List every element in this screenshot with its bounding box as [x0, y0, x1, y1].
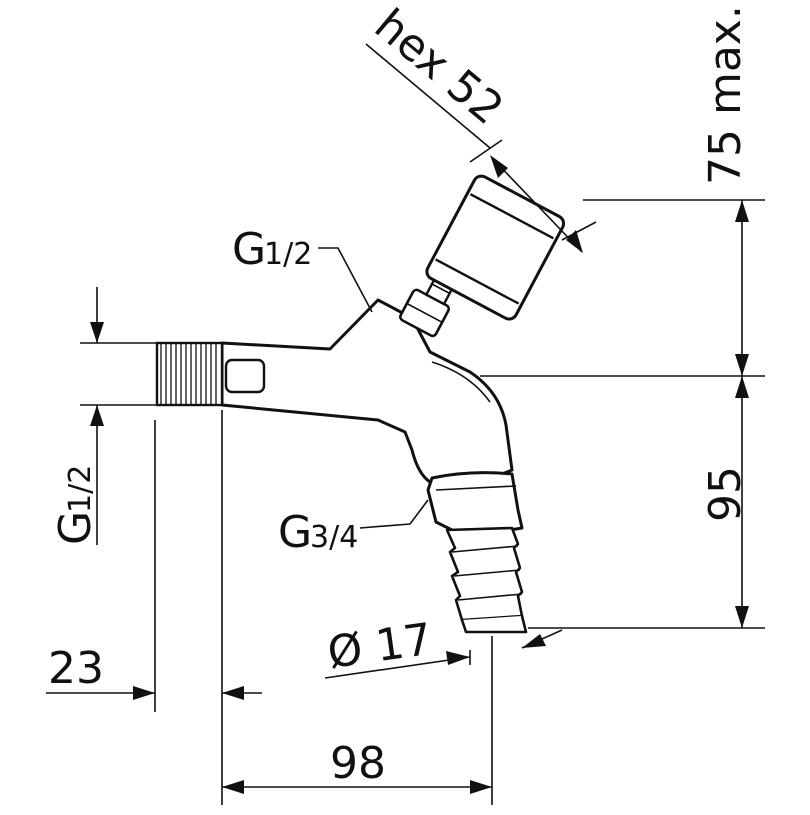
arrow-hex-a: [490, 155, 508, 178]
thread-outlet-label: G 3/4: [278, 507, 358, 558]
hose-nozzle: [445, 526, 528, 634]
valve-body-outline: [220, 298, 514, 484]
arrow-hex-b: [566, 230, 583, 253]
arrow-g12-bottom: [90, 405, 104, 426]
arrow-23-left: [133, 686, 155, 700]
diameter-label: Ø 17: [324, 614, 435, 679]
arrow-75-top: [735, 200, 749, 222]
hex-label: hex 52: [365, 0, 513, 135]
dimension-lines: [46, 43, 765, 805]
thread-left-fraction: 1/2: [63, 465, 98, 513]
svg-text:G: G: [278, 507, 312, 558]
outlet-union: [426, 471, 524, 534]
inlet-slot: [224, 358, 266, 394]
push-button-head: [425, 174, 566, 321]
arrow-95-bottom: [735, 606, 749, 628]
arrow-98-left: [222, 780, 244, 794]
outlet-offset-label: 98: [330, 738, 386, 789]
height-outlet-label: 95: [700, 466, 751, 522]
arrow-d17-left: [446, 651, 470, 665]
thread-left-label: G 1/2: [50, 465, 101, 545]
stem-nut: [399, 271, 457, 338]
arrow-98-right: [470, 780, 492, 794]
tap-body: [155, 174, 566, 634]
inlet-thread: [155, 341, 224, 407]
thread-outlet-fraction: 3/4: [310, 520, 358, 555]
arrow-d17-right: [522, 634, 546, 648]
arrow-23-right: [222, 686, 244, 700]
inlet-length-label: 23: [48, 643, 104, 694]
thread-top-fraction: 1/2: [264, 237, 312, 272]
svg-text:G: G: [50, 511, 101, 545]
height-max-label: 75 max.: [700, 5, 751, 185]
svg-text:G: G: [232, 224, 266, 275]
arrow-75-bottom: [735, 354, 749, 376]
thread-top-label: G 1/2: [232, 224, 312, 275]
spout-inner-line: [431, 361, 491, 403]
arrow-g12-top: [90, 322, 104, 343]
arrow-95-top: [735, 376, 749, 398]
